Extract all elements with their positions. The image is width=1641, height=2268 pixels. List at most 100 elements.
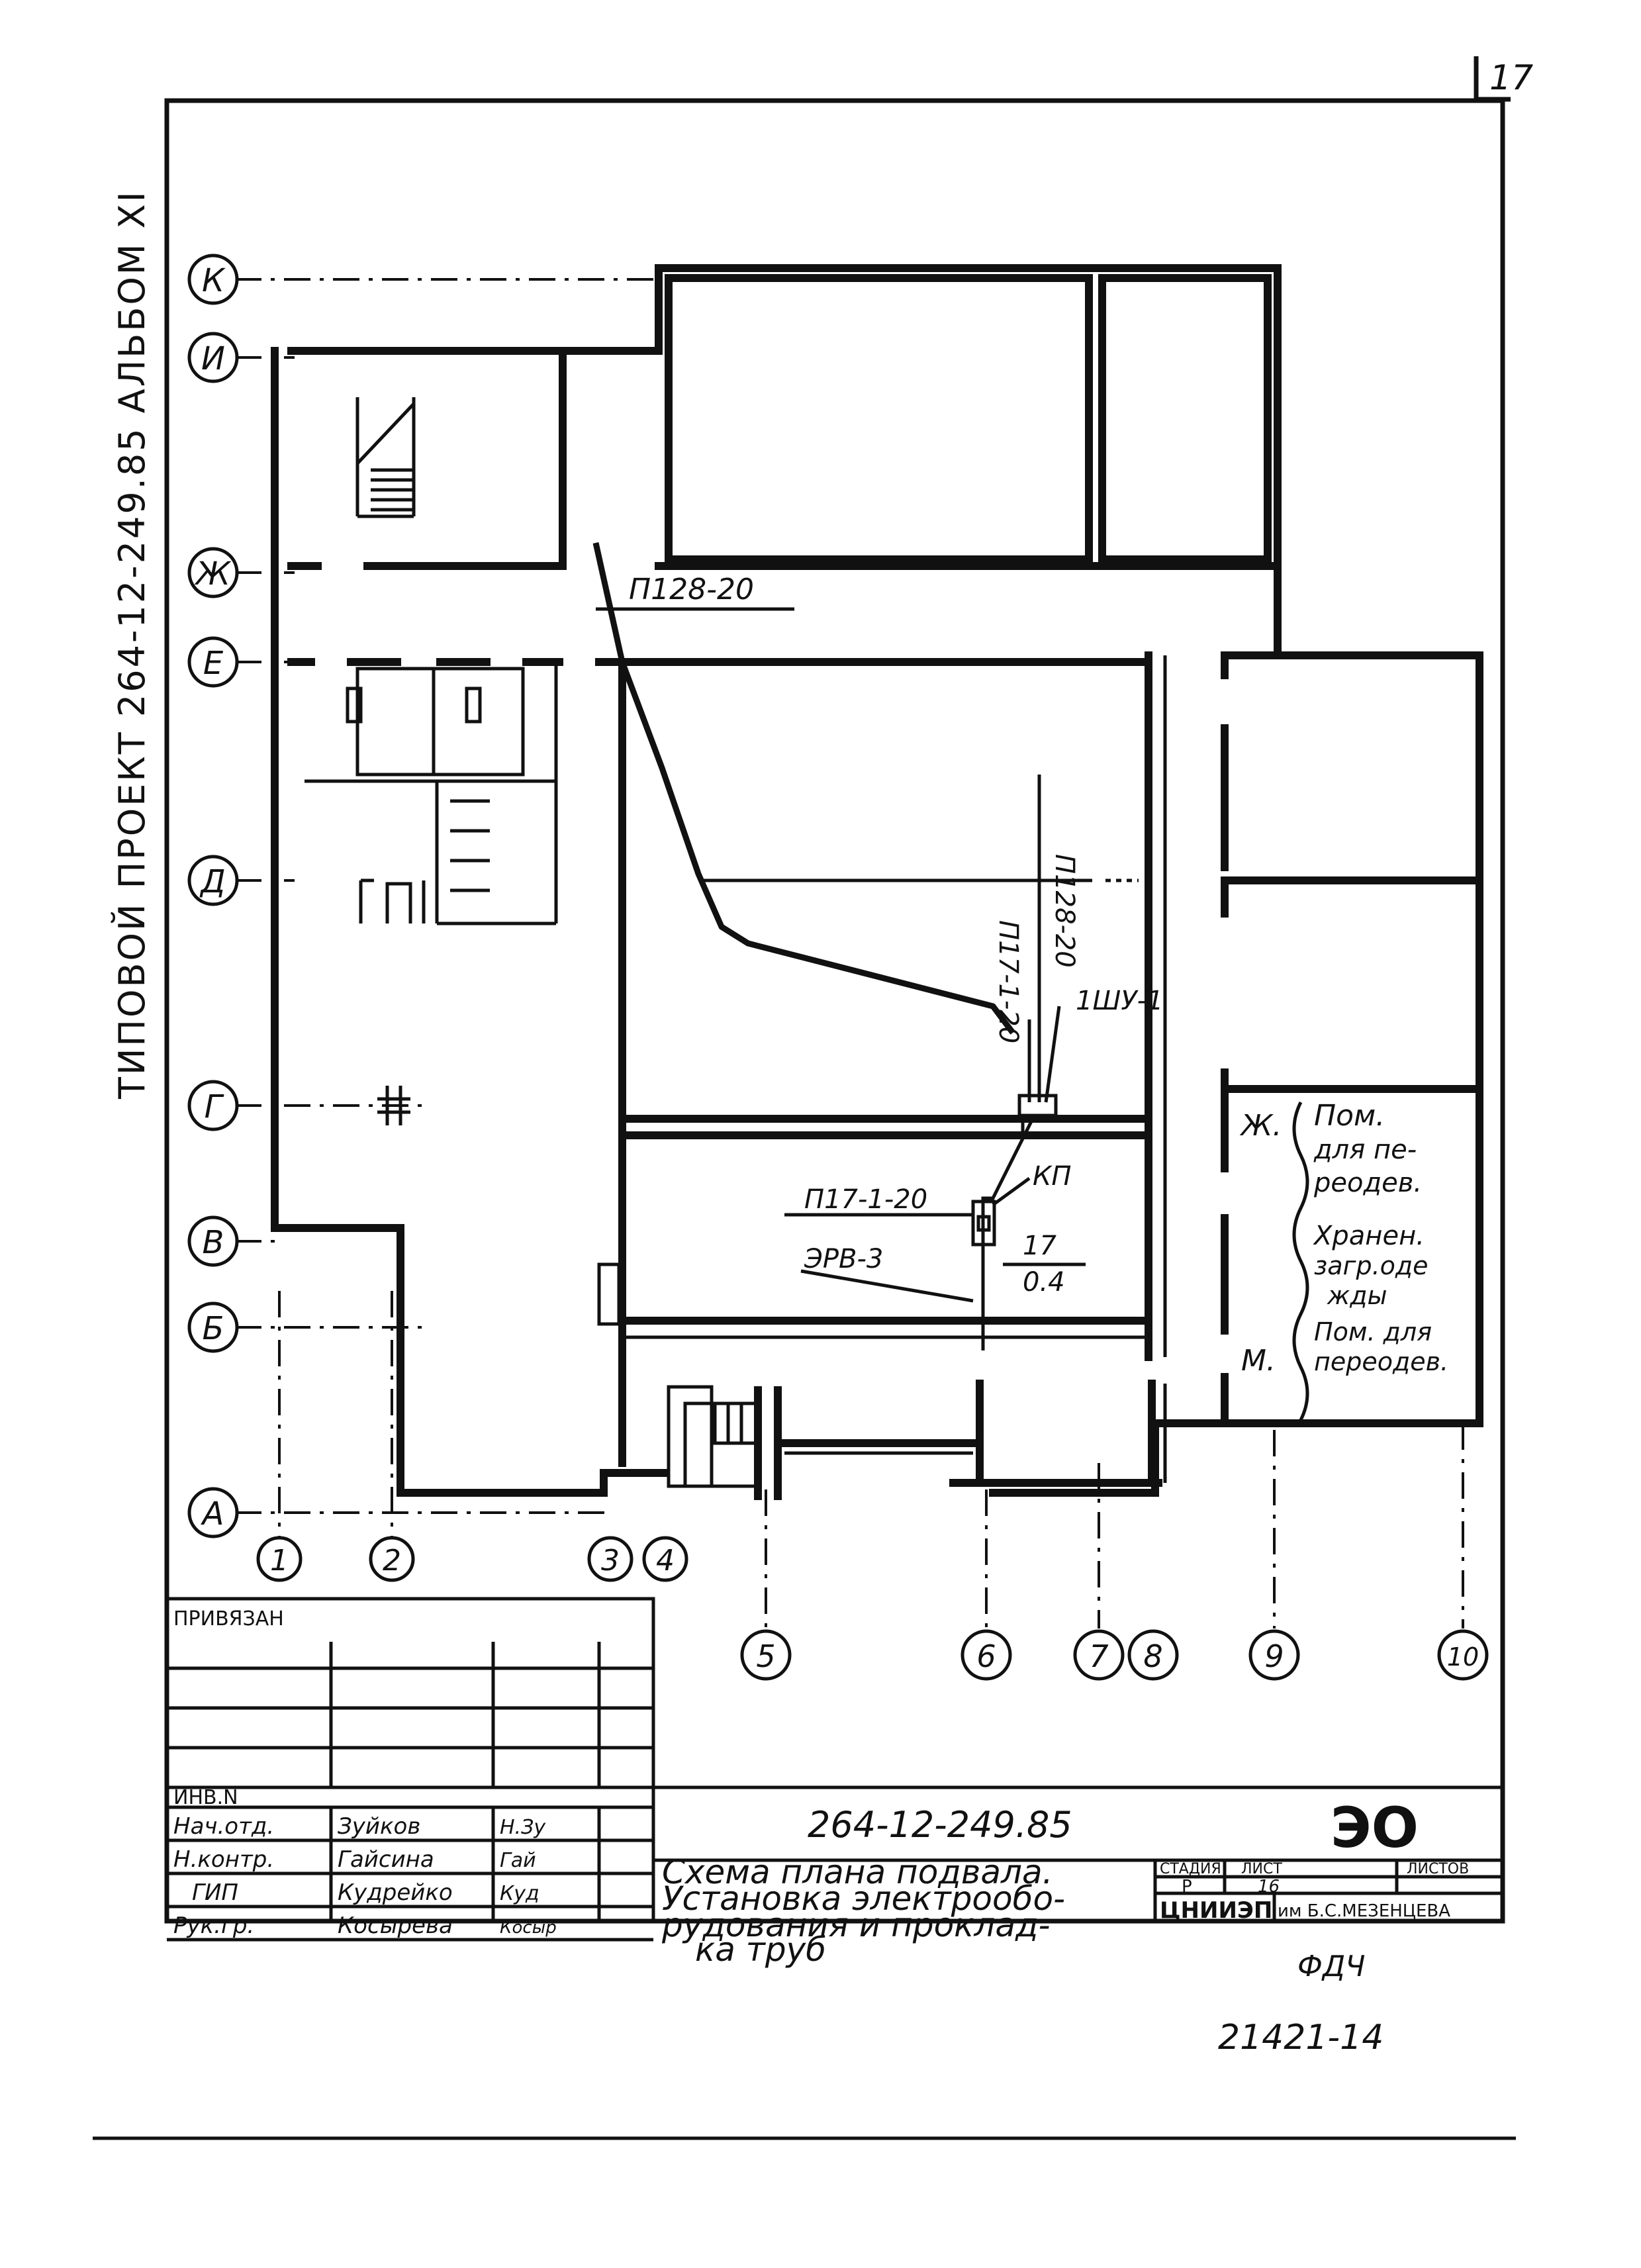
cable-shu-lead bbox=[1044, 1006, 1061, 1103]
stamp-title-line1: Схема плана подвала. bbox=[662, 1853, 1053, 1891]
signature-2: Гай bbox=[500, 1849, 536, 1872]
signature-1: Н.Зу bbox=[500, 1816, 546, 1839]
stamp-title-line3: рудования и проклад- bbox=[661, 1906, 1051, 1944]
below-code-2: 21421-14 bbox=[1218, 2018, 1383, 2057]
door bbox=[597, 1262, 621, 1326]
person-role-1: Нач.отд. bbox=[173, 1813, 274, 1840]
label-1shu-1: 1ШУ-1 bbox=[1076, 986, 1163, 1016]
signature-4: Косыр bbox=[500, 1918, 557, 1938]
svg-text:1: 1 bbox=[270, 1544, 289, 1578]
signature-3: Куд bbox=[500, 1882, 539, 1905]
person-name-2: Гайсина bbox=[338, 1846, 434, 1873]
label-privyazan: ПРИВЯЗАН bbox=[173, 1607, 284, 1630]
org-logo: ЦНИИЭП bbox=[1160, 1897, 1272, 1924]
label-p17-1-20-vertical: П17-1-20 bbox=[993, 920, 1023, 1043]
cable-p128-20 bbox=[592, 542, 1015, 1035]
label-p128-20-vertical: П128-20 bbox=[1049, 854, 1080, 968]
svg-text:И: И bbox=[201, 340, 225, 377]
header-stage: СТАДИЯ bbox=[1160, 1861, 1221, 1877]
svg-text:10: 10 bbox=[1447, 1642, 1479, 1672]
svg-text:реодев.: реодев. bbox=[1313, 1168, 1422, 1198]
stamp-code: 264-12-249.85 bbox=[808, 1804, 1072, 1846]
person-role-3: ГИП bbox=[192, 1879, 238, 1906]
svg-text:Г: Г bbox=[205, 1088, 224, 1125]
device-kp bbox=[971, 1200, 996, 1247]
axis-bubble-k: К bbox=[187, 254, 239, 305]
label-kp: КП bbox=[1033, 1161, 1071, 1192]
axis-bubble-a: А bbox=[187, 1487, 239, 1538]
label-p128-20-top: П128-20 bbox=[629, 573, 754, 606]
axis-bubble-i: И bbox=[187, 332, 239, 383]
axis-bubble-9: 9 bbox=[1248, 1629, 1300, 1681]
axis-grid bbox=[235, 278, 1464, 1629]
person-role-4: Рук.гр. bbox=[173, 1913, 254, 1939]
axis-bubble-6: 6 bbox=[961, 1629, 1012, 1681]
axis-bubble-5: 5 bbox=[740, 1629, 792, 1681]
room-upper-mid bbox=[665, 274, 1093, 563]
outer-wall-east bbox=[989, 651, 1483, 1497]
column-axes: 1 2 3 4 5 6 7 8 9 10 bbox=[256, 1536, 1489, 1681]
hash-mark bbox=[377, 1086, 410, 1125]
value-sheet: 16 bbox=[1258, 1877, 1280, 1897]
org-name: им Б.С.МЕЗЕНЦЕВА bbox=[1278, 1901, 1450, 1921]
person-role-2: Н.контр. bbox=[173, 1846, 274, 1873]
stamp-title-line2: Установка электрообо- bbox=[662, 1879, 1065, 1918]
label-fraction-num: 17 bbox=[1023, 1231, 1056, 1261]
label-p17-1-20: П17-1-20 bbox=[804, 1184, 927, 1215]
svg-text:3: 3 bbox=[601, 1544, 620, 1578]
room-upper-right bbox=[1098, 274, 1272, 563]
outer-wall-north bbox=[287, 264, 1282, 659]
staircase-lower bbox=[667, 1385, 782, 1500]
axis-bubble-3: 3 bbox=[587, 1536, 633, 1582]
room-letter-zh: Ж. bbox=[1239, 1109, 1282, 1143]
svg-text:6: 6 bbox=[976, 1638, 996, 1674]
axis-bubble-d: Д bbox=[187, 855, 239, 906]
person-name-3: Кудрейко bbox=[338, 1879, 453, 1906]
axis-bubble-2: 2 bbox=[369, 1536, 415, 1582]
axis-bubble-8: 8 bbox=[1127, 1629, 1179, 1681]
leader bbox=[992, 1176, 1031, 1207]
title-block: ПРИВЯЗАН ИНВ.N bbox=[165, 1597, 1505, 1942]
svg-text:Б: Б bbox=[203, 1310, 224, 1347]
axis-bubble-zh: Ж bbox=[187, 547, 239, 598]
label-fraction-den: 0.4 bbox=[1023, 1267, 1065, 1298]
svg-text:2: 2 bbox=[383, 1544, 401, 1578]
svg-text:Пом.: Пом. bbox=[1314, 1099, 1385, 1133]
svg-text:В: В bbox=[203, 1224, 224, 1261]
axis-bubble-e: Е bbox=[187, 636, 239, 688]
leader bbox=[800, 1269, 974, 1303]
svg-text:8: 8 bbox=[1143, 1638, 1162, 1674]
axis-bubble-b: Б bbox=[187, 1301, 239, 1353]
device-kp-inner bbox=[976, 1215, 991, 1232]
person-name-4: Косырева bbox=[338, 1913, 453, 1939]
label-era-3: ЭРВ-3 bbox=[804, 1244, 883, 1274]
svg-text:жды: жды bbox=[1327, 1281, 1387, 1310]
cable-route bbox=[592, 542, 1086, 1350]
axis-bubble-g: Г bbox=[187, 1080, 239, 1131]
sheet-corner-number: 17 bbox=[1489, 58, 1533, 98]
room-bracket bbox=[1292, 1101, 1309, 1421]
svg-text:Пом. для: Пом. для bbox=[1314, 1317, 1432, 1347]
svg-text:Ж: Ж bbox=[194, 555, 232, 592]
toilet-block bbox=[305, 662, 558, 925]
axis-bubble-7: 7 bbox=[1073, 1629, 1125, 1681]
label-inv-no: ИНВ.N bbox=[173, 1786, 238, 1809]
header-sheet: ЛИСТ bbox=[1241, 1861, 1282, 1877]
row-axes: К И Ж Е Д Г В Б А bbox=[187, 254, 239, 1538]
svg-text:переодев.: переодев. bbox=[1314, 1347, 1448, 1376]
stamp-sheet-mark: ЭО bbox=[1331, 1795, 1419, 1860]
staircase-upper bbox=[355, 397, 416, 518]
outer-wall-west bbox=[271, 347, 669, 1497]
svg-text:Е: Е bbox=[203, 645, 224, 682]
room-notes: Пом. для пе- реодев. Хранен. загр.оде жд… bbox=[1313, 1099, 1448, 1376]
basement-plan bbox=[271, 264, 1483, 1500]
svg-text:Д: Д bbox=[199, 863, 226, 900]
svg-text:4: 4 bbox=[656, 1544, 675, 1578]
below-code-1: ФДЧ bbox=[1297, 1950, 1365, 1983]
svg-text:7: 7 bbox=[1089, 1638, 1108, 1674]
svg-text:5: 5 bbox=[756, 1638, 775, 1674]
person-name-1: Зуйков bbox=[338, 1813, 420, 1840]
svg-text:для пе-: для пе- bbox=[1313, 1135, 1417, 1165]
axis-bubble-10: 10 bbox=[1437, 1629, 1489, 1681]
